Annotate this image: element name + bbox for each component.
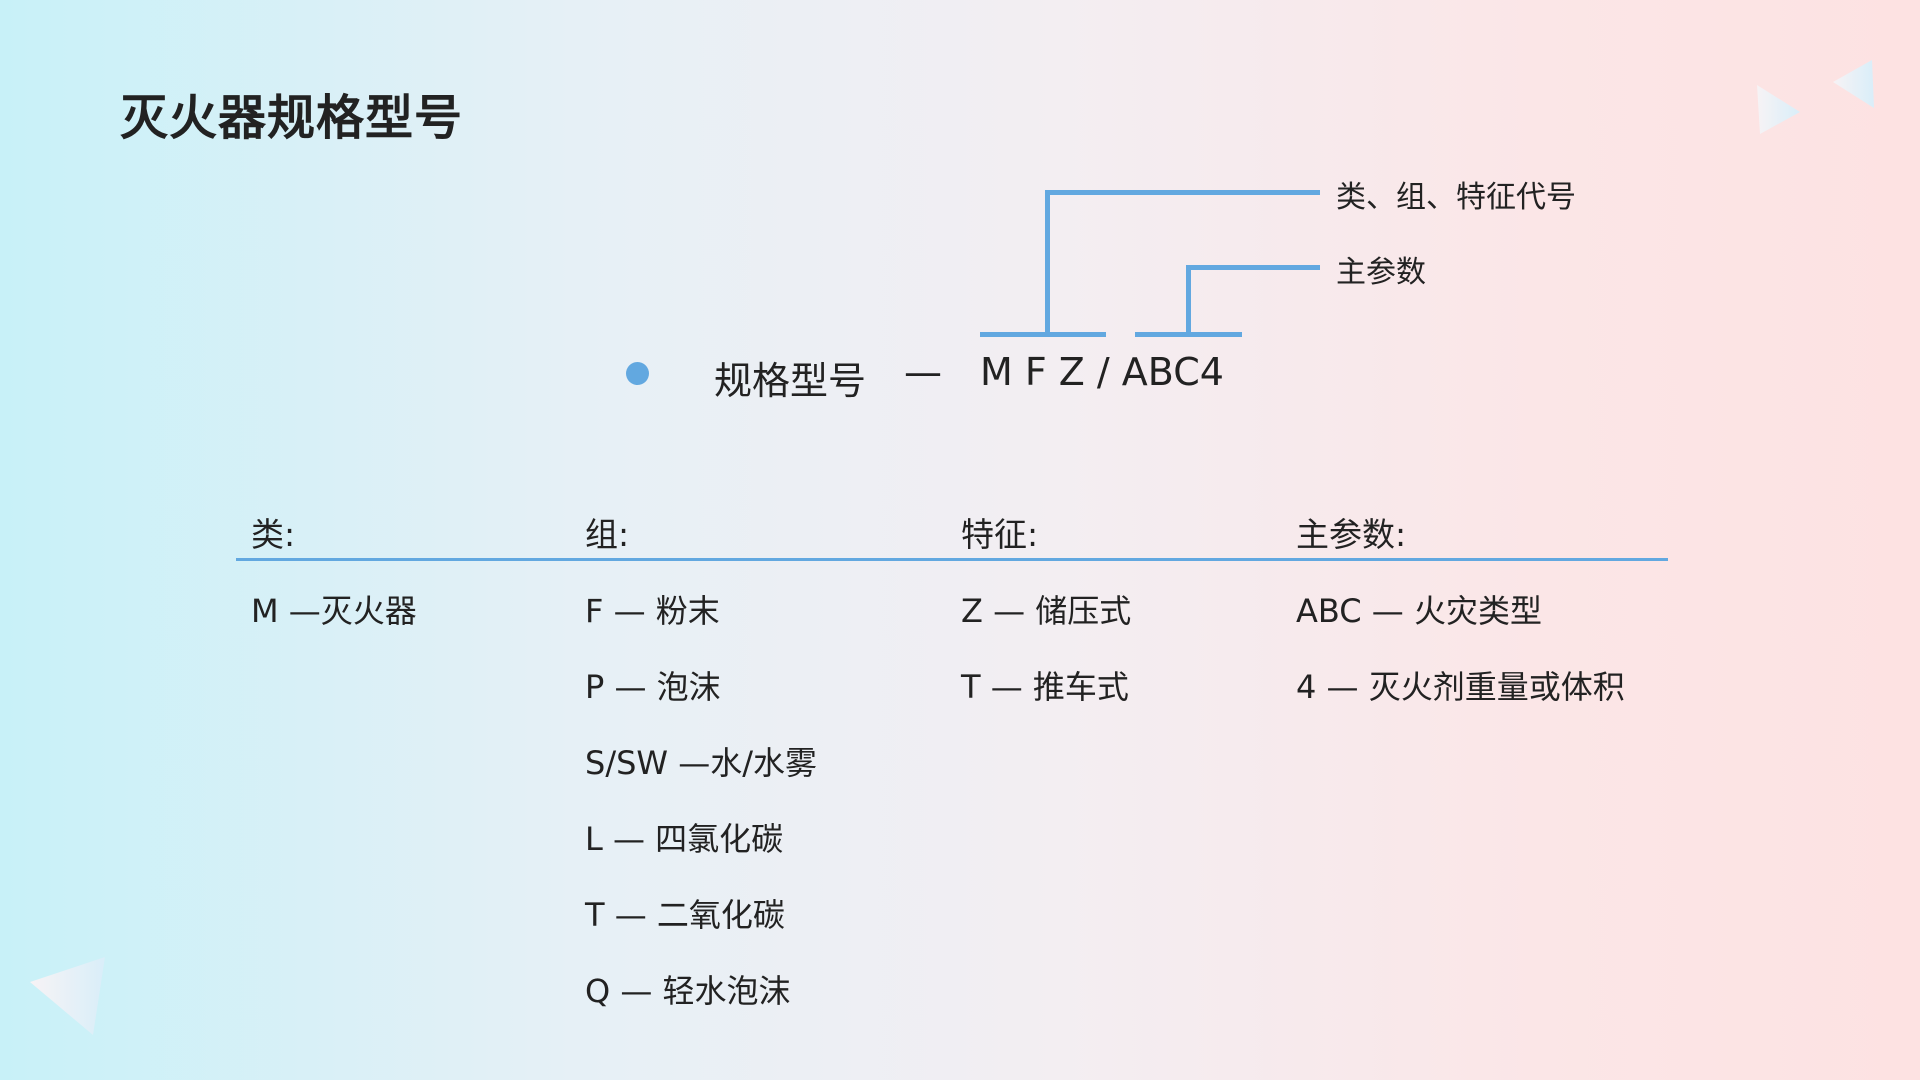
table-cell: F — 粉末 [585,592,720,630]
bracket-top-line [1045,190,1320,195]
table-cell: P — 泡沫 [585,668,721,706]
underline-abc4 [1135,332,1242,337]
table-cell: T — 推车式 [961,668,1129,706]
bullet-icon [626,362,649,385]
page-title: 灭火器规格型号 [120,90,464,146]
spec-dash: — [904,350,942,394]
label-class-group-feature: 类、组、特征代号 [1336,180,1576,215]
spec-label: 规格型号 [714,359,867,403]
label-main-param: 主参数 [1336,255,1426,290]
header-feature: 特征: [961,515,1039,554]
table-cell: L — 四氯化碳 [585,820,784,858]
header-class: 类: [251,515,296,554]
table-cell: M —灭火器 [251,592,417,630]
table-cell: Q — 轻水泡沫 [585,972,791,1010]
table-cell: 4 — 灭火剂重量或体积 [1296,668,1625,706]
table-cell: T — 二氧化碳 [585,896,785,934]
table-cell: S/SW —水/水雾 [585,744,818,782]
header-divider [236,558,1668,561]
bracket-top-vertical [1045,190,1050,334]
table-cell: ABC — 火灾类型 [1296,592,1542,630]
decorative-triangle-icon [30,957,105,1035]
bracket-bottom-line [1186,265,1320,270]
bracket-bottom-vertical [1186,265,1191,334]
header-group: 组: [585,515,630,554]
table-cell: Z — 储压式 [961,592,1132,630]
header-main-param: 主参数: [1296,515,1407,554]
spec-code: M F Z / ABC4 [980,350,1224,394]
underline-mfz [980,332,1106,337]
decorative-triangles-icon [1757,60,1874,134]
